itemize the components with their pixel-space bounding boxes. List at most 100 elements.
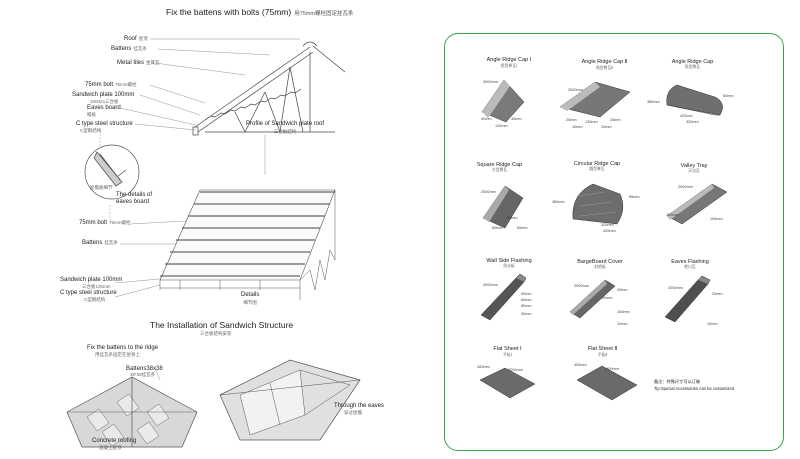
eaves-detail-label: The details of eaves board [116,192,153,205]
angle-ridge-cap-2-icon [559,81,631,118]
dim: 400mm [574,363,587,367]
dim: 40mm [617,288,628,292]
dim: 50mm [521,292,532,296]
eaves-flashing-icon [664,275,711,323]
dim: 380mm [552,200,565,204]
dim: 60mm [723,94,734,98]
dim: 60mm [517,226,528,230]
ridge-label: Fix the battens to the ridge [87,345,159,351]
label-c-steel-cn: C型钢结构 [80,128,102,133]
dim: 2000mm [568,88,583,92]
dim: 60mm [507,216,518,220]
eaves-detail-cn: 屋檐板细节 [90,185,113,190]
profile-label: Profile of Sandwich plate roof 三合板结构 [246,121,325,134]
eaves-through-label: Through the eaves [334,403,385,409]
label-mid-sandwich: Sandwich plate 100mm [60,277,123,283]
dim: 10mm [617,322,628,326]
dim: 2000mm [483,283,498,287]
dim: 20mm [602,296,613,300]
custom-note: 备注：特殊尺寸可以订做 Tip:Special Accessories can … [654,379,735,391]
eaves-through-cn: 穿过屋檐 [344,410,362,415]
square-ridge-cap-icon [482,185,524,229]
label-mid-sandwich-cn: 三合板100mm [82,284,111,289]
eaves-detail-drawing [84,144,140,200]
dim: 2000mm [508,368,523,372]
concrete-label: Concrete roofing [92,438,137,444]
install-title: The Installation of Sandwich Structure [150,320,294,330]
roof-profile-drawing [192,41,346,136]
frame-structure-drawing [159,189,336,300]
section-title: Fix the battens with bolts (75mm)用75mm螺栓… [166,7,354,17]
dim: 320mm [601,223,614,227]
bargeboard-cover-icon [569,279,616,319]
dim: 40mm [481,117,492,121]
dim: 150mm [666,213,679,217]
label-mid-c-steel: C type steel structure [60,290,117,296]
dim: 40mm [511,117,522,121]
dim: 30mm [521,312,532,316]
dim: 2000mm [481,190,496,194]
ridge-label-cn: 用挂瓦条固定在屋脊上 [95,352,140,357]
install-title-cn: 三合板结构安装 [200,331,232,336]
dim: 2000mm [678,185,693,189]
dim: 320mm [686,120,699,124]
concrete-roof-drawing [66,376,198,448]
flat-sheet-1-icon [479,367,536,399]
dim: 10mm [707,322,718,326]
label-mid-c-steel-cn: C型钢结构 [84,297,106,302]
dim: 420mm [680,114,693,118]
angle-ridge-cap-1-icon [481,79,525,123]
dim: 2000mm [483,80,498,84]
dim: 25mm [566,118,577,122]
label-eaves-board-cn: 檐板 [87,112,96,117]
dim: 380mm [647,100,660,104]
concrete-label-cn: 混凝土屋顶 [99,445,122,450]
dim: 100mm [710,217,723,221]
label-eaves-board: Eaves board [87,105,121,111]
dim: 2000mm [668,286,683,290]
dim: 120mm [495,124,508,128]
battens-size-cn: 38*38挂瓦条 [130,372,156,377]
dim: 10mm [572,125,583,129]
dim: 25mm [610,118,621,122]
dim: 150mm [617,310,630,314]
label-sandwich-plate-cn: 100mm三合板 [90,99,119,104]
dim: 65mm [629,195,640,199]
dim: 130mm [585,120,598,124]
valley-tray-icon [666,183,728,225]
label-sandwich-plate: Sandwich plate 100mm [72,92,135,98]
angle-ridge-cap-icon [666,84,723,116]
dim: 420mm [603,229,616,233]
dim: 1400mm [604,367,619,371]
label-c-steel: C type steel structure [76,121,133,127]
circular-ridge-cap-icon [572,183,624,225]
dim: 20mm [712,292,723,296]
wall-side-flashing-icon [480,273,527,321]
dim: 400mm [477,365,490,369]
battens-size-label: Battens38x38 [126,366,163,372]
dim: 80mm [521,304,532,308]
dim: 60mm [492,226,503,230]
dim: 2000mm [574,284,589,288]
details-label: Details 细节图 [241,292,260,305]
dim: 60mm [521,298,532,302]
eaves-install-drawing [219,359,361,441]
flat-sheet-2-icon [576,365,638,401]
